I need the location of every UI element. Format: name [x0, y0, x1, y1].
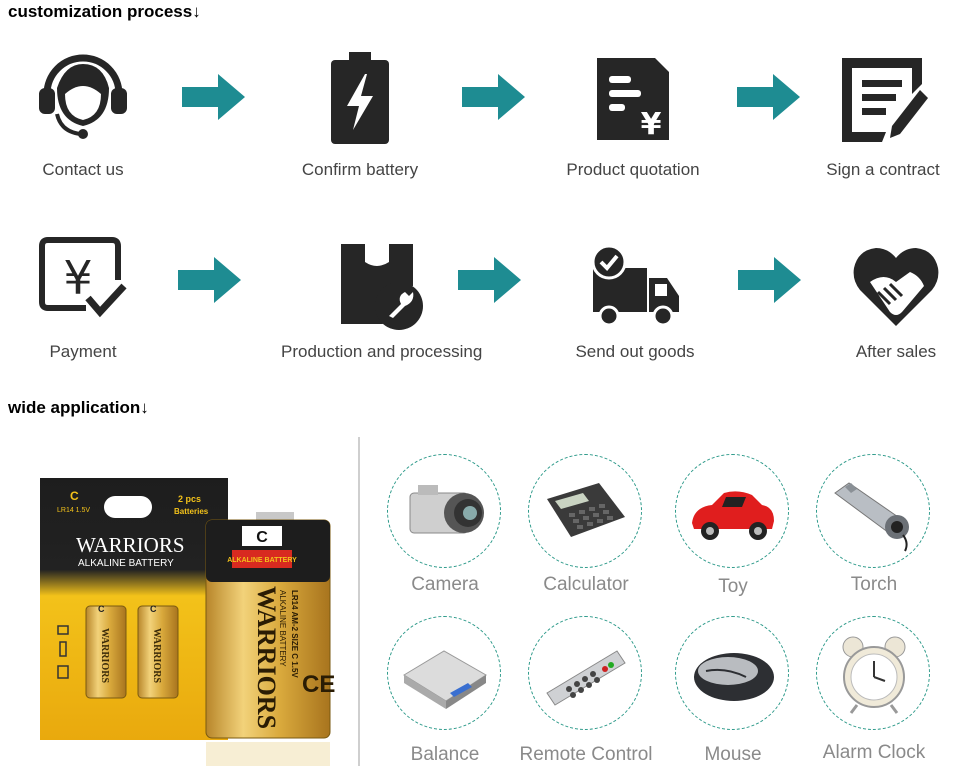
section-heading-customization: customization process↓	[8, 2, 201, 21]
handshake-icon	[853, 248, 939, 326]
arrow-right-icon	[737, 74, 800, 120]
mini-battery-brand: WARRIORS	[99, 628, 110, 683]
application-calculator: Calculator	[521, 454, 651, 604]
ce-mark: CE	[302, 671, 335, 698]
app-circle	[528, 454, 642, 568]
app-circle	[528, 616, 642, 730]
application-toy: Toy	[668, 454, 798, 604]
arrow-right-icon	[458, 257, 521, 303]
svg-text:¥: ¥	[63, 251, 92, 305]
step-production: Production and processing	[281, 234, 483, 374]
step-payment: ¥ Payment	[0, 234, 183, 374]
toy-car-icon	[692, 491, 774, 540]
battery-band-label: ALKALINE BATTERY	[227, 557, 297, 564]
step-send-goods: Send out goods	[535, 234, 735, 374]
app-label: Torch	[850, 574, 898, 595]
scale-icon	[403, 650, 487, 709]
app-label: Balance	[410, 744, 480, 765]
application-camera: Camera	[380, 454, 510, 604]
application-torch: Torch	[809, 454, 939, 604]
step-sign-contract: Sign a contract	[783, 48, 964, 188]
battery-spec-2: ALKALINE BATTERY	[278, 590, 287, 667]
camera-icon	[409, 485, 484, 534]
application-alarm-clock: Alarm Clock	[809, 616, 939, 766]
step-contact-us: Contact us	[0, 48, 183, 188]
arrow-right-icon	[182, 74, 245, 120]
app-circle	[675, 454, 789, 568]
app-circle	[387, 616, 501, 730]
mini-battery-letter: C	[98, 604, 105, 614]
step-label: Payment	[49, 342, 117, 361]
card-brand: WARRIORS	[76, 533, 185, 557]
application-remote: Remote Control	[519, 616, 653, 766]
contract-icon	[842, 58, 928, 142]
card-subtitle: ALKALINE BATTERY	[78, 558, 174, 569]
section-heading-application: wide application↓	[8, 398, 149, 417]
app-label: Remote Control	[519, 744, 653, 765]
app-label: Calculator	[543, 574, 629, 595]
step-label: Confirm battery	[301, 160, 419, 179]
arrow-right-icon	[178, 257, 241, 303]
card-size-label: C	[70, 489, 79, 503]
step-label: Sign a contract	[826, 160, 940, 179]
app-label: Toy	[718, 576, 748, 597]
mini-battery-letter: C	[150, 604, 157, 614]
app-circle	[387, 454, 501, 568]
app-label: Mouse	[704, 744, 762, 765]
step-after-sales: After sales	[796, 234, 964, 374]
truck-icon	[591, 244, 679, 327]
vertical-divider	[358, 437, 360, 766]
calculator-icon	[547, 483, 625, 537]
battery-size-label: C	[256, 529, 268, 546]
production-icon	[341, 244, 423, 330]
battery-package-image: C LR14 1.5V 2 pcs Batteries WARRIORS ALK…	[40, 478, 335, 766]
step-label: Contact us	[42, 160, 124, 179]
quotation-icon: ¥	[597, 58, 669, 142]
product-package: C LR14 1.5V 2 pcs Batteries WARRIORS ALK…	[40, 478, 340, 766]
battery-icon	[331, 52, 389, 144]
payment-icon: ¥	[39, 237, 127, 318]
remote-control-icon	[546, 650, 626, 706]
headset-icon	[39, 54, 127, 139]
battery-brand: WARRIORS	[252, 586, 281, 729]
app-circle	[675, 616, 789, 730]
svg-text:¥: ¥	[641, 107, 662, 142]
application-balance: Balance	[380, 616, 510, 766]
arrow-right-icon	[462, 74, 525, 120]
application-mouse: Mouse	[668, 616, 798, 766]
card-code-label: LR14 1.5V	[57, 507, 90, 514]
app-circle	[816, 454, 930, 568]
alarm-clock-icon	[842, 636, 906, 714]
app-label: Camera	[411, 574, 479, 595]
mouse-icon	[694, 653, 774, 701]
torch-icon	[834, 482, 909, 552]
step-label: Product quotation	[566, 160, 700, 179]
step-product-quotation: ¥ Product quotation	[533, 48, 733, 188]
card-count-label: 2 pcs	[178, 494, 201, 504]
step-label: Send out goods	[575, 342, 695, 361]
app-label: Alarm Clock	[822, 742, 926, 763]
step-confirm-battery: Confirm battery	[260, 48, 460, 188]
step-label: After sales	[855, 342, 937, 361]
mini-battery-brand: WARRIORS	[151, 628, 162, 683]
arrow-right-icon	[738, 257, 801, 303]
app-circle	[816, 616, 930, 730]
battery-spec: LR14 AM-2 SIZE C 1.5V	[290, 590, 299, 678]
card-count-sub: Batteries	[174, 507, 209, 516]
step-label: Production and processing	[281, 342, 483, 361]
